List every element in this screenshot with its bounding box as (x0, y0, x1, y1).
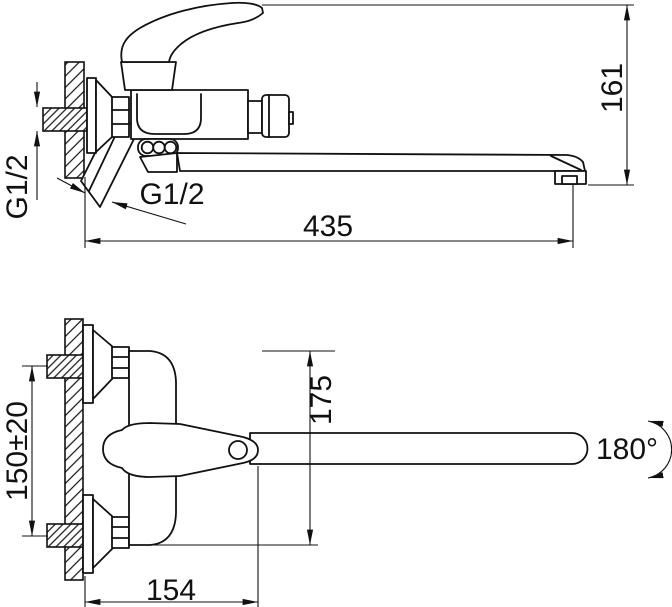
dimension-inlet-thread: G1/2 (1, 82, 41, 220)
label-total-height: 161 (596, 63, 629, 113)
plan-view: 150±20 175 154 180° (1, 318, 672, 607)
label-body-span: 175 (305, 375, 338, 425)
eccentric-connector-top (82, 324, 130, 404)
label-inlet-spacing: 150±20 (1, 401, 34, 501)
dimension-shower-thread: G1/2 (56, 177, 205, 225)
lever-handle-plan (102, 422, 259, 478)
lever-handle-side (120, 1, 264, 91)
eccentric-connector-side (86, 77, 130, 154)
dimension-spout-reach: 435 (84, 177, 574, 248)
label-shower-thread: G1/2 (139, 178, 204, 211)
label-spout-reach: 435 (303, 210, 353, 243)
inlet-pipe-side (42, 107, 88, 132)
dimension-swivel-angle: 180° (596, 420, 672, 479)
label-swivel-angle: 180° (596, 433, 658, 466)
eccentric-connector-bottom (82, 494, 130, 574)
diverter-knob (247, 94, 294, 138)
handle-indicator-hole (228, 440, 248, 460)
inlet-pipes-plan (46, 354, 85, 548)
dimension-wall-to-spout-axis: 154 (84, 466, 259, 607)
dimension-inlet-spacing: 150±20 (1, 365, 48, 537)
mixer-body-side (130, 89, 249, 140)
dimension-total-height: 161 (262, 4, 634, 186)
spout-swivel-nut (137, 138, 179, 157)
label-wall-to-spout-axis: 154 (146, 574, 196, 607)
wall-section-plan (64, 318, 84, 581)
spout-plan (249, 432, 589, 465)
label-inlet-thread: G1/2 (1, 154, 34, 219)
side-view: G1/2 G1/2 435 161 (1, 1, 634, 248)
spout-side (139, 152, 587, 185)
dimension-body-span: 175 (153, 350, 338, 546)
